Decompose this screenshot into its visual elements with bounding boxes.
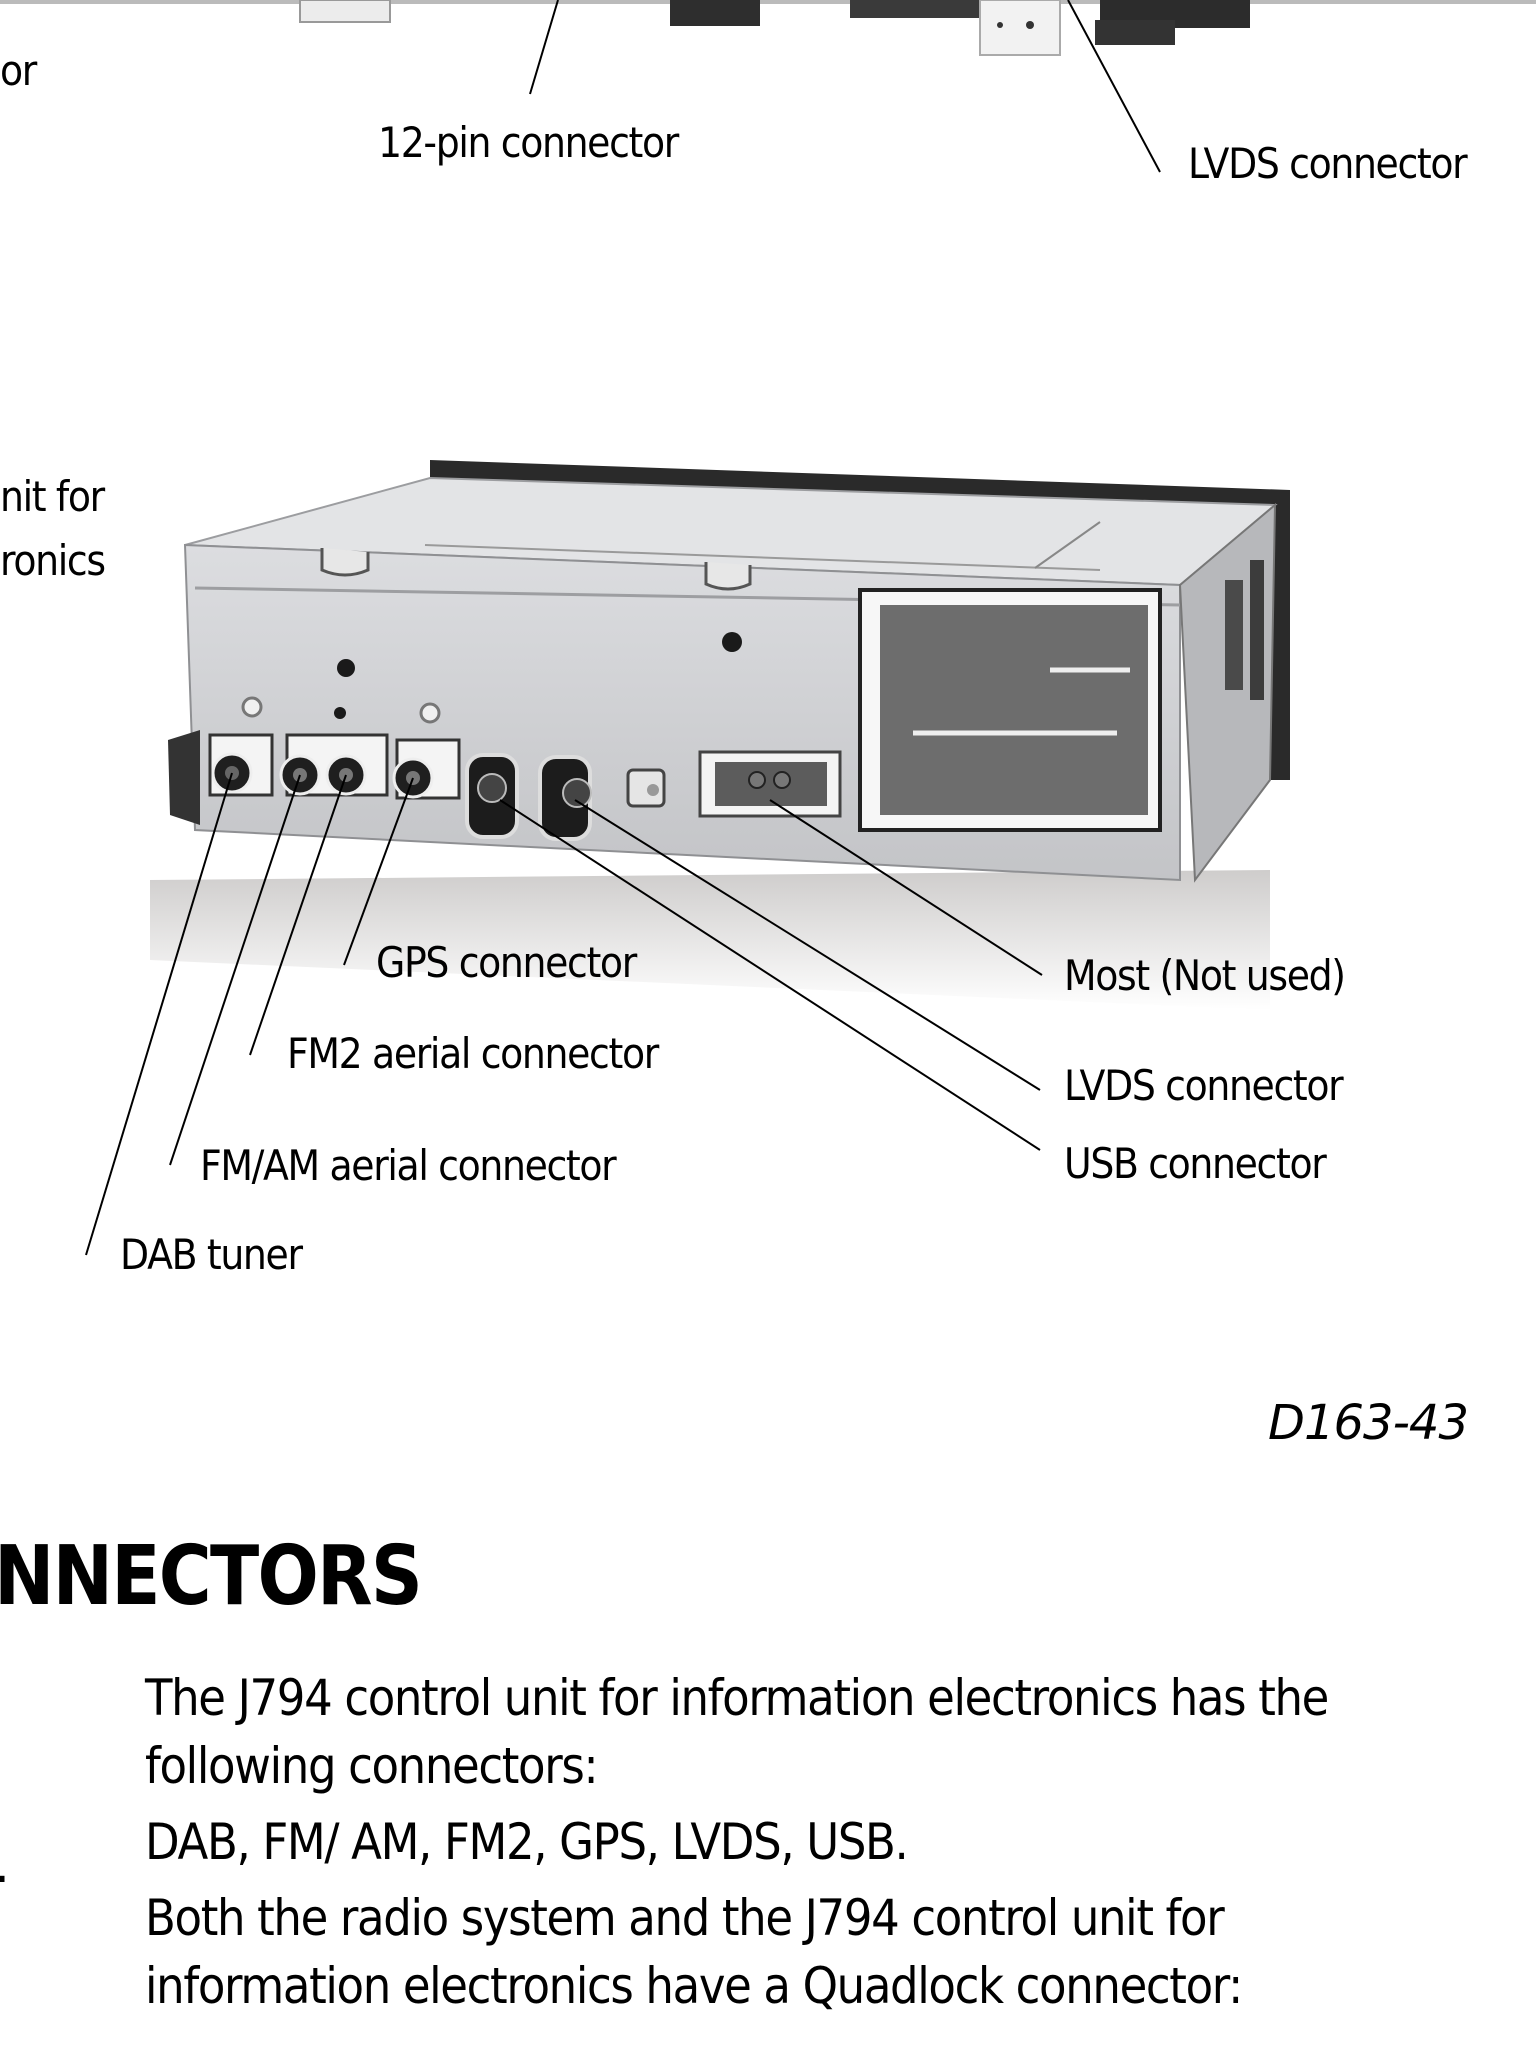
leader-line-12pin	[529, 0, 559, 95]
device-rim	[430, 460, 1290, 780]
device-clip-2	[704, 562, 752, 591]
connector-usb	[465, 753, 519, 839]
label-dab-tuner: DAB tuner	[120, 1230, 303, 1279]
partial-caption-line-1: nit for	[0, 472, 105, 521]
label-usb-connector: USB connector	[1064, 1139, 1327, 1188]
leader-line-fm-am	[169, 774, 301, 1166]
figure-reference: D163-43	[1268, 1395, 1469, 1451]
label-fm-am-aerial-connector: FM/AM aerial connector	[200, 1141, 617, 1190]
device-shadow	[150, 870, 1270, 1010]
connector-dab	[208, 733, 274, 797]
partial-label-left: or	[0, 46, 37, 95]
leader-line-fm2	[249, 774, 347, 1056]
section-heading: NNECTORS	[0, 1529, 423, 1624]
top-device-bracket-2	[979, 0, 1061, 56]
label-most-not-used: Most (Not used)	[1064, 951, 1346, 1000]
left-margin-mark: .	[0, 1836, 10, 1894]
connector-gps	[392, 738, 461, 800]
label-gps-connector: GPS connector	[376, 938, 637, 987]
section-body: The J794 control unit for information el…	[145, 1664, 1342, 2020]
leader-line-lvds-top	[1067, 0, 1161, 173]
leader-line-most	[769, 799, 1043, 976]
top-device-connector-2	[850, 0, 980, 18]
paragraph-quadlock: Both the radio system and the J794 contr…	[145, 1889, 1243, 2015]
paragraph-connectors-intro: The J794 control unit for information el…	[145, 1669, 1329, 1795]
leader-line-gps	[343, 777, 414, 966]
label-12-pin-connector: 12-pin connector	[378, 118, 679, 167]
top-device-connector-1	[670, 0, 760, 26]
device-clip-1	[320, 548, 370, 577]
partial-caption-line-2: ronics	[0, 536, 106, 585]
label-fm2-aerial-connector: FM2 aerial connector	[287, 1029, 659, 1078]
connector-lvds	[538, 755, 592, 841]
leader-line-dab	[85, 772, 233, 1256]
top-device-illustration	[0, 0, 1536, 173]
connector-most	[698, 750, 842, 818]
label-lvds-connector: LVDS connector	[1064, 1061, 1344, 1110]
label-lvds-connector-top: LVDS connector	[1188, 139, 1468, 188]
top-device-bracket	[299, 0, 391, 23]
leader-line-lvds	[574, 799, 1041, 1091]
paragraph-connector-list: DAB, FM/ AM, FM2, GPS, LVDS, USB.	[145, 1813, 909, 1871]
radio-unit-illustration	[85, 460, 1290, 1256]
connector-quadlock	[858, 588, 1162, 832]
leader-line-usb	[499, 799, 1041, 1151]
